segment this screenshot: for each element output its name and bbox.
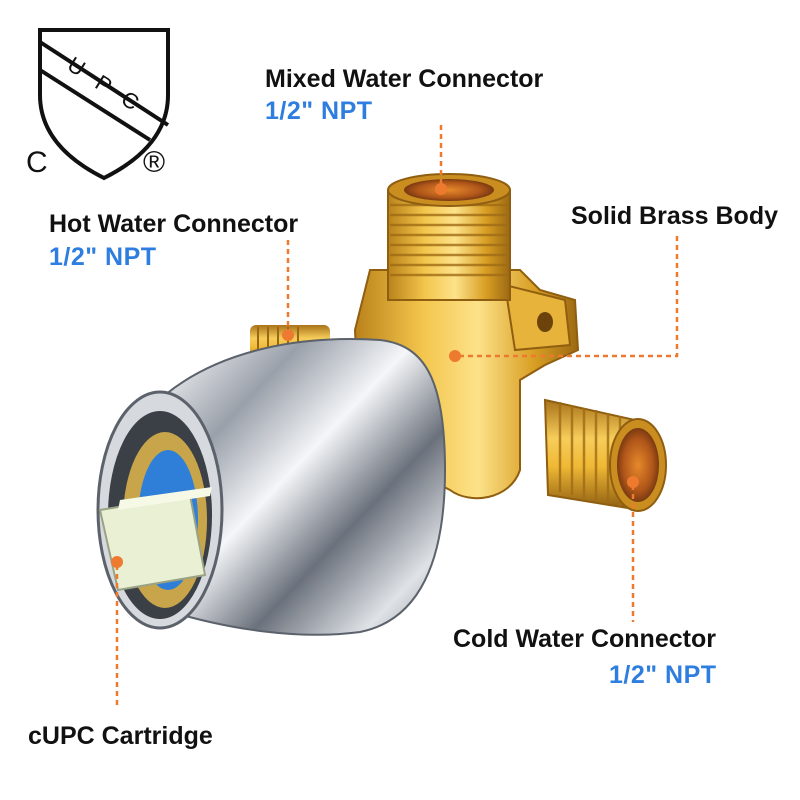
cold-water-connector-label: Cold Water Connector: [453, 625, 716, 653]
leader-body: [455, 236, 679, 358]
cold-water-connector-spec: 1/2" NPT: [609, 661, 717, 689]
dot-cartridge: [111, 556, 123, 568]
registered-mark: ®: [143, 146, 165, 179]
cupc-cartridge-label: cUPC Cartridge: [28, 722, 213, 750]
leader-lines: [115, 125, 679, 705]
shield-band-top: [38, 40, 170, 127]
certification-prefix: C: [26, 146, 48, 179]
dot-mixed: [435, 183, 447, 195]
hot-water-connector-spec: 1/2" NPT: [49, 243, 157, 271]
hot-water-connector-label: Hot Water Connector: [49, 210, 299, 238]
dot-hot: [282, 329, 294, 341]
shield-letter-p: P: [91, 70, 117, 99]
upc-shield-logo: U P C C ®: [26, 28, 170, 181]
shield-letter-c: C: [117, 86, 144, 116]
brass-valve-body: [250, 173, 667, 512]
leader-dots: [111, 183, 639, 568]
shield-letter-u: U: [63, 52, 90, 82]
solid-brass-body-label: Solid Brass Body: [571, 202, 778, 230]
chrome-cartridge-sleeve: [96, 338, 447, 636]
mixed-water-connector-spec: 1/2" NPT: [265, 97, 373, 125]
shield-outline: [38, 28, 170, 181]
dot-body: [449, 350, 461, 362]
shield-band-bottom: [38, 68, 152, 142]
dot-cold: [627, 476, 639, 488]
mixed-water-connector-label: Mixed Water Connector: [265, 65, 544, 93]
